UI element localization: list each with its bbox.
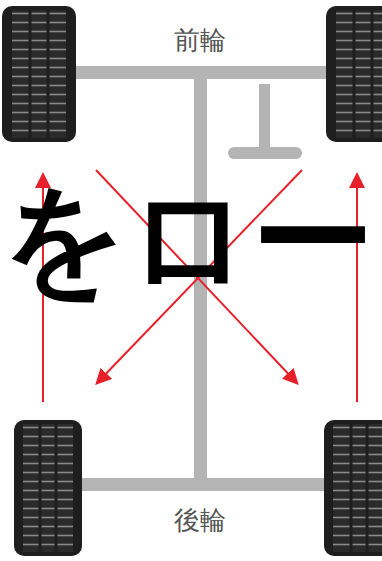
rear-wheel-label: 後輪 [171, 506, 229, 534]
overlay-text: をロー [2, 178, 374, 300]
front-wheel-label: 前輪 [171, 26, 229, 54]
tires [2, 6, 382, 556]
